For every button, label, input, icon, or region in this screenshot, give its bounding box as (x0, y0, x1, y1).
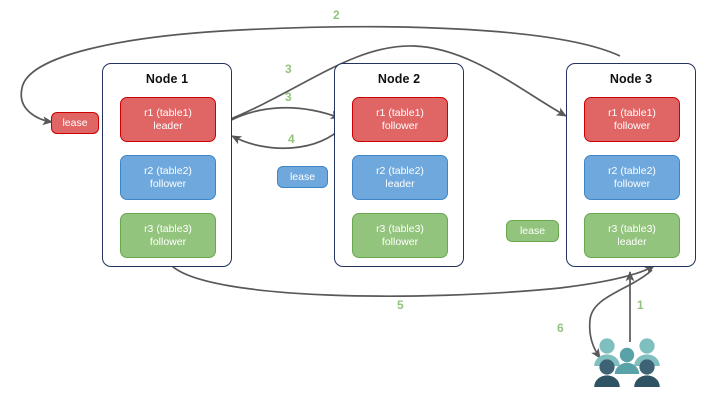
node-title-1: Node 1 (145, 72, 189, 86)
replica-node2-r2[interactable]: r2 (table2) leader (352, 155, 448, 200)
replica-name: r1 (table1) (144, 106, 192, 119)
replica-node1-r1[interactable]: r1 (table1) leader (120, 97, 216, 142)
replica-node3-r2[interactable]: r2 (table2) follower (584, 155, 680, 200)
node-box-3[interactable]: Node 3 r1 (table1) follower r2 (table2) … (566, 63, 696, 267)
replica-name: r3 (table3) (144, 222, 192, 235)
step-label-4: 4 (288, 132, 295, 146)
replica-role: follower (381, 119, 419, 132)
replica-node3-r3[interactable]: r3 (table3) leader (584, 213, 680, 258)
replica-node2-r1[interactable]: r1 (table1) follower (352, 97, 448, 142)
step-label-1: 1 (637, 298, 644, 312)
arrow-step-5 (171, 265, 655, 297)
lease-badge-blue[interactable]: lease (277, 166, 328, 188)
step-label-3b: 3 (285, 90, 292, 104)
replica-role: follower (613, 119, 651, 132)
replica-role: follower (149, 235, 187, 248)
node-box-1[interactable]: Node 1 r1 (table1) leader r2 (table2) fo… (102, 63, 232, 267)
replica-role: follower (613, 177, 651, 190)
replica-name: r2 (table2) (144, 164, 192, 177)
replica-node3-r1[interactable]: r1 (table1) follower (584, 97, 680, 142)
users-icon (592, 336, 666, 394)
replica-node2-r3[interactable]: r3 (table3) follower (352, 213, 448, 258)
node-title-3: Node 3 (609, 72, 653, 86)
replica-name: r3 (table3) (608, 222, 656, 235)
step-label-6: 6 (557, 321, 564, 335)
replica-name: r3 (table3) (376, 222, 424, 235)
replica-name: r2 (table2) (376, 164, 424, 177)
node-title-2: Node 2 (377, 72, 421, 86)
lease-badge-green[interactable]: lease (506, 220, 559, 242)
replica-role: follower (381, 235, 419, 248)
step-label-3a: 3 (285, 62, 292, 76)
node-box-2[interactable]: Node 2 r1 (table1) follower r2 (table2) … (334, 63, 464, 267)
replica-name: r2 (table2) (608, 164, 656, 177)
replica-node1-r2[interactable]: r2 (table2) follower (120, 155, 216, 200)
replica-name: r1 (table1) (376, 106, 424, 119)
arrow-step-3b (223, 106, 341, 125)
replica-name: r1 (table1) (608, 106, 656, 119)
step-label-2: 2 (333, 8, 340, 22)
step-label-5: 5 (397, 298, 404, 312)
replica-node1-r3[interactable]: r3 (table3) follower (120, 213, 216, 258)
replica-role: leader (385, 177, 415, 190)
replica-role: follower (149, 177, 187, 190)
replica-role: leader (617, 235, 647, 248)
lease-badge-red[interactable]: lease (51, 112, 99, 134)
replica-role: leader (153, 119, 183, 132)
